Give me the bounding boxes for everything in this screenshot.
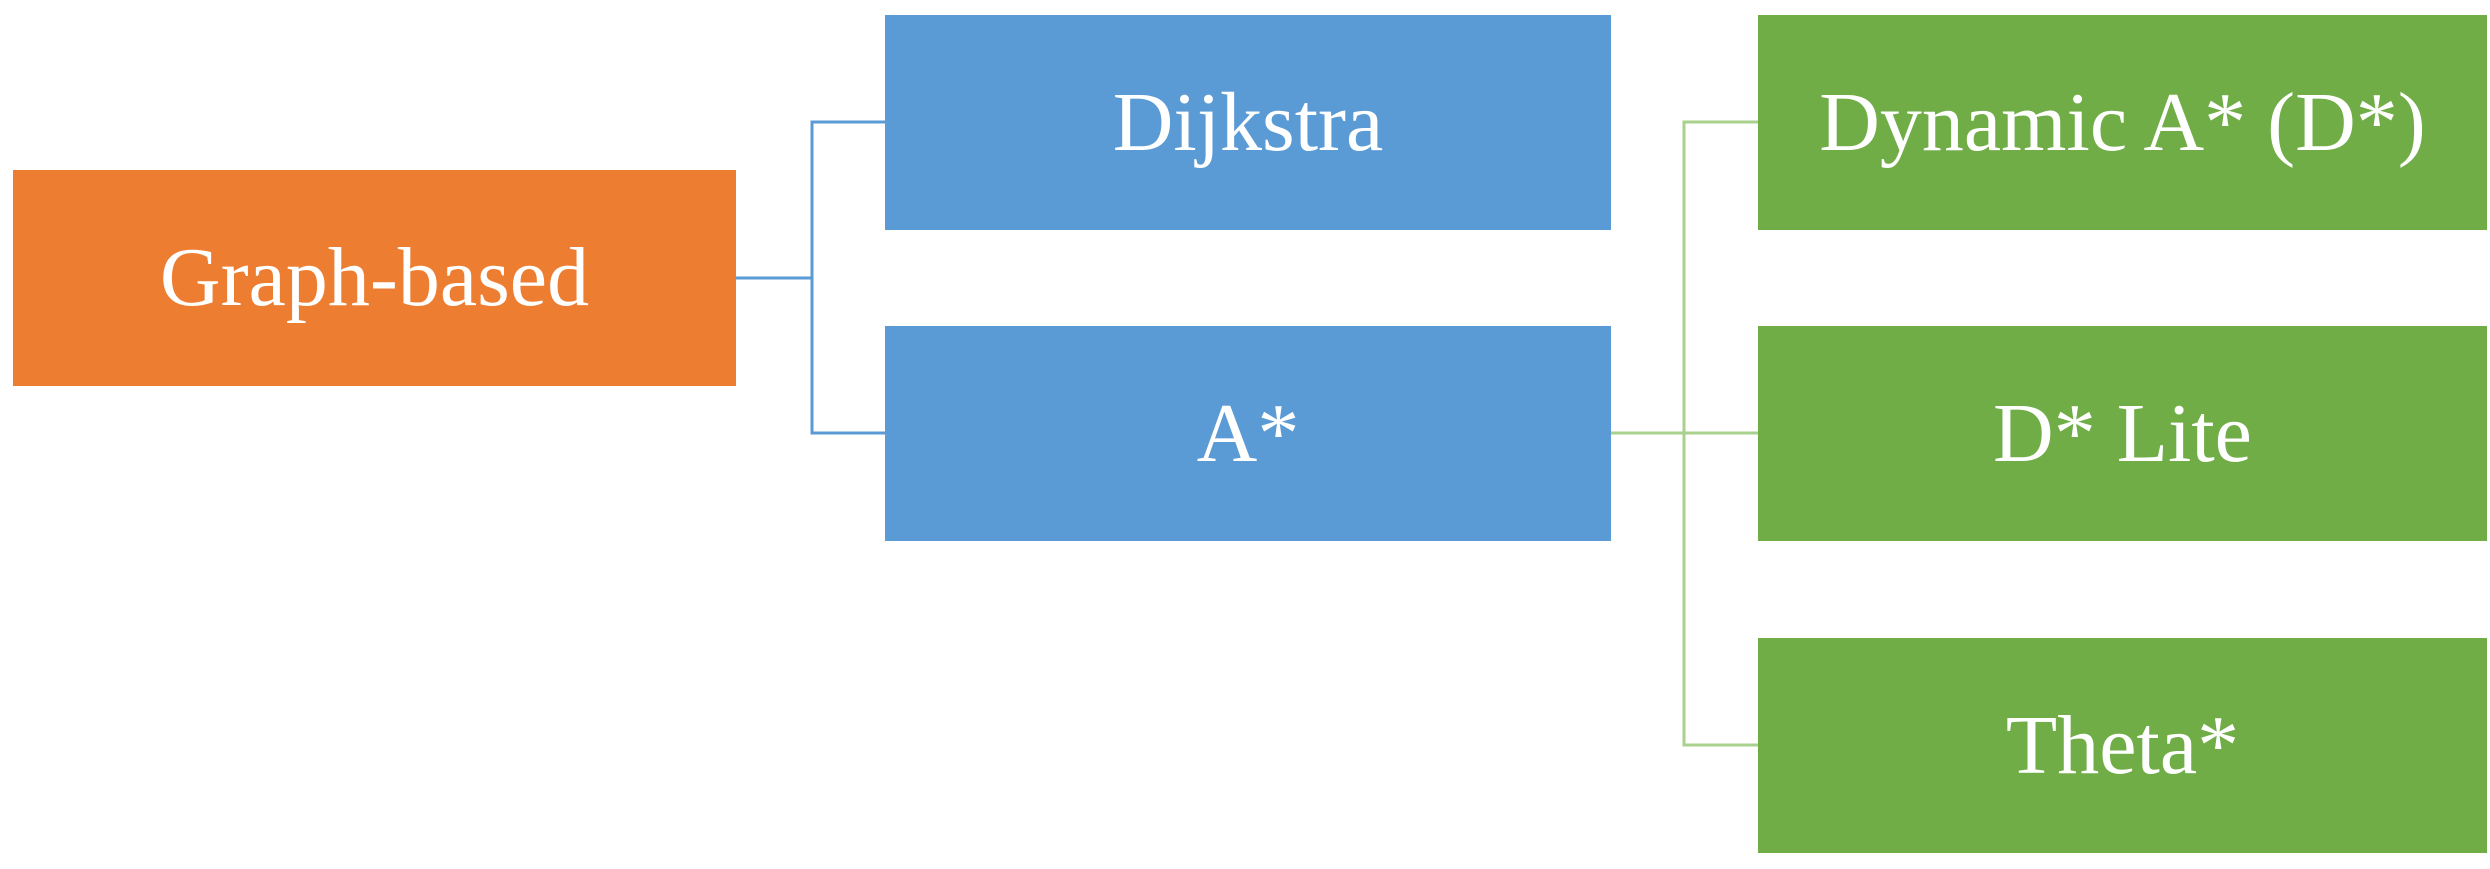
node-graph-based: Graph-based <box>13 170 736 386</box>
node-dynamic-a-star-label: Dynamic A* (D*) <box>1819 75 2426 169</box>
node-d-star-lite: D* Lite <box>1758 326 2487 541</box>
node-theta-star: Theta* <box>1758 638 2487 853</box>
node-theta-star-label: Theta* <box>2005 698 2240 792</box>
node-d-star-lite-label: D* Lite <box>1993 386 2252 480</box>
connector-astar-to-dynamic-astar <box>1611 120 1758 435</box>
node-a-star: A* <box>885 326 1611 541</box>
connector-astar-to-theta-star <box>1611 431 1758 747</box>
node-dynamic-a-star: Dynamic A* (D*) <box>1758 15 2487 230</box>
node-dijkstra-label: Dijkstra <box>1112 75 1384 169</box>
node-dijkstra: Dijkstra <box>885 15 1611 230</box>
connector-root-to-dijkstra <box>736 120 885 280</box>
connector-root-to-astar <box>736 276 885 435</box>
node-graph-based-label: Graph-based <box>159 231 590 324</box>
node-a-star-label: A* <box>1196 386 1300 480</box>
